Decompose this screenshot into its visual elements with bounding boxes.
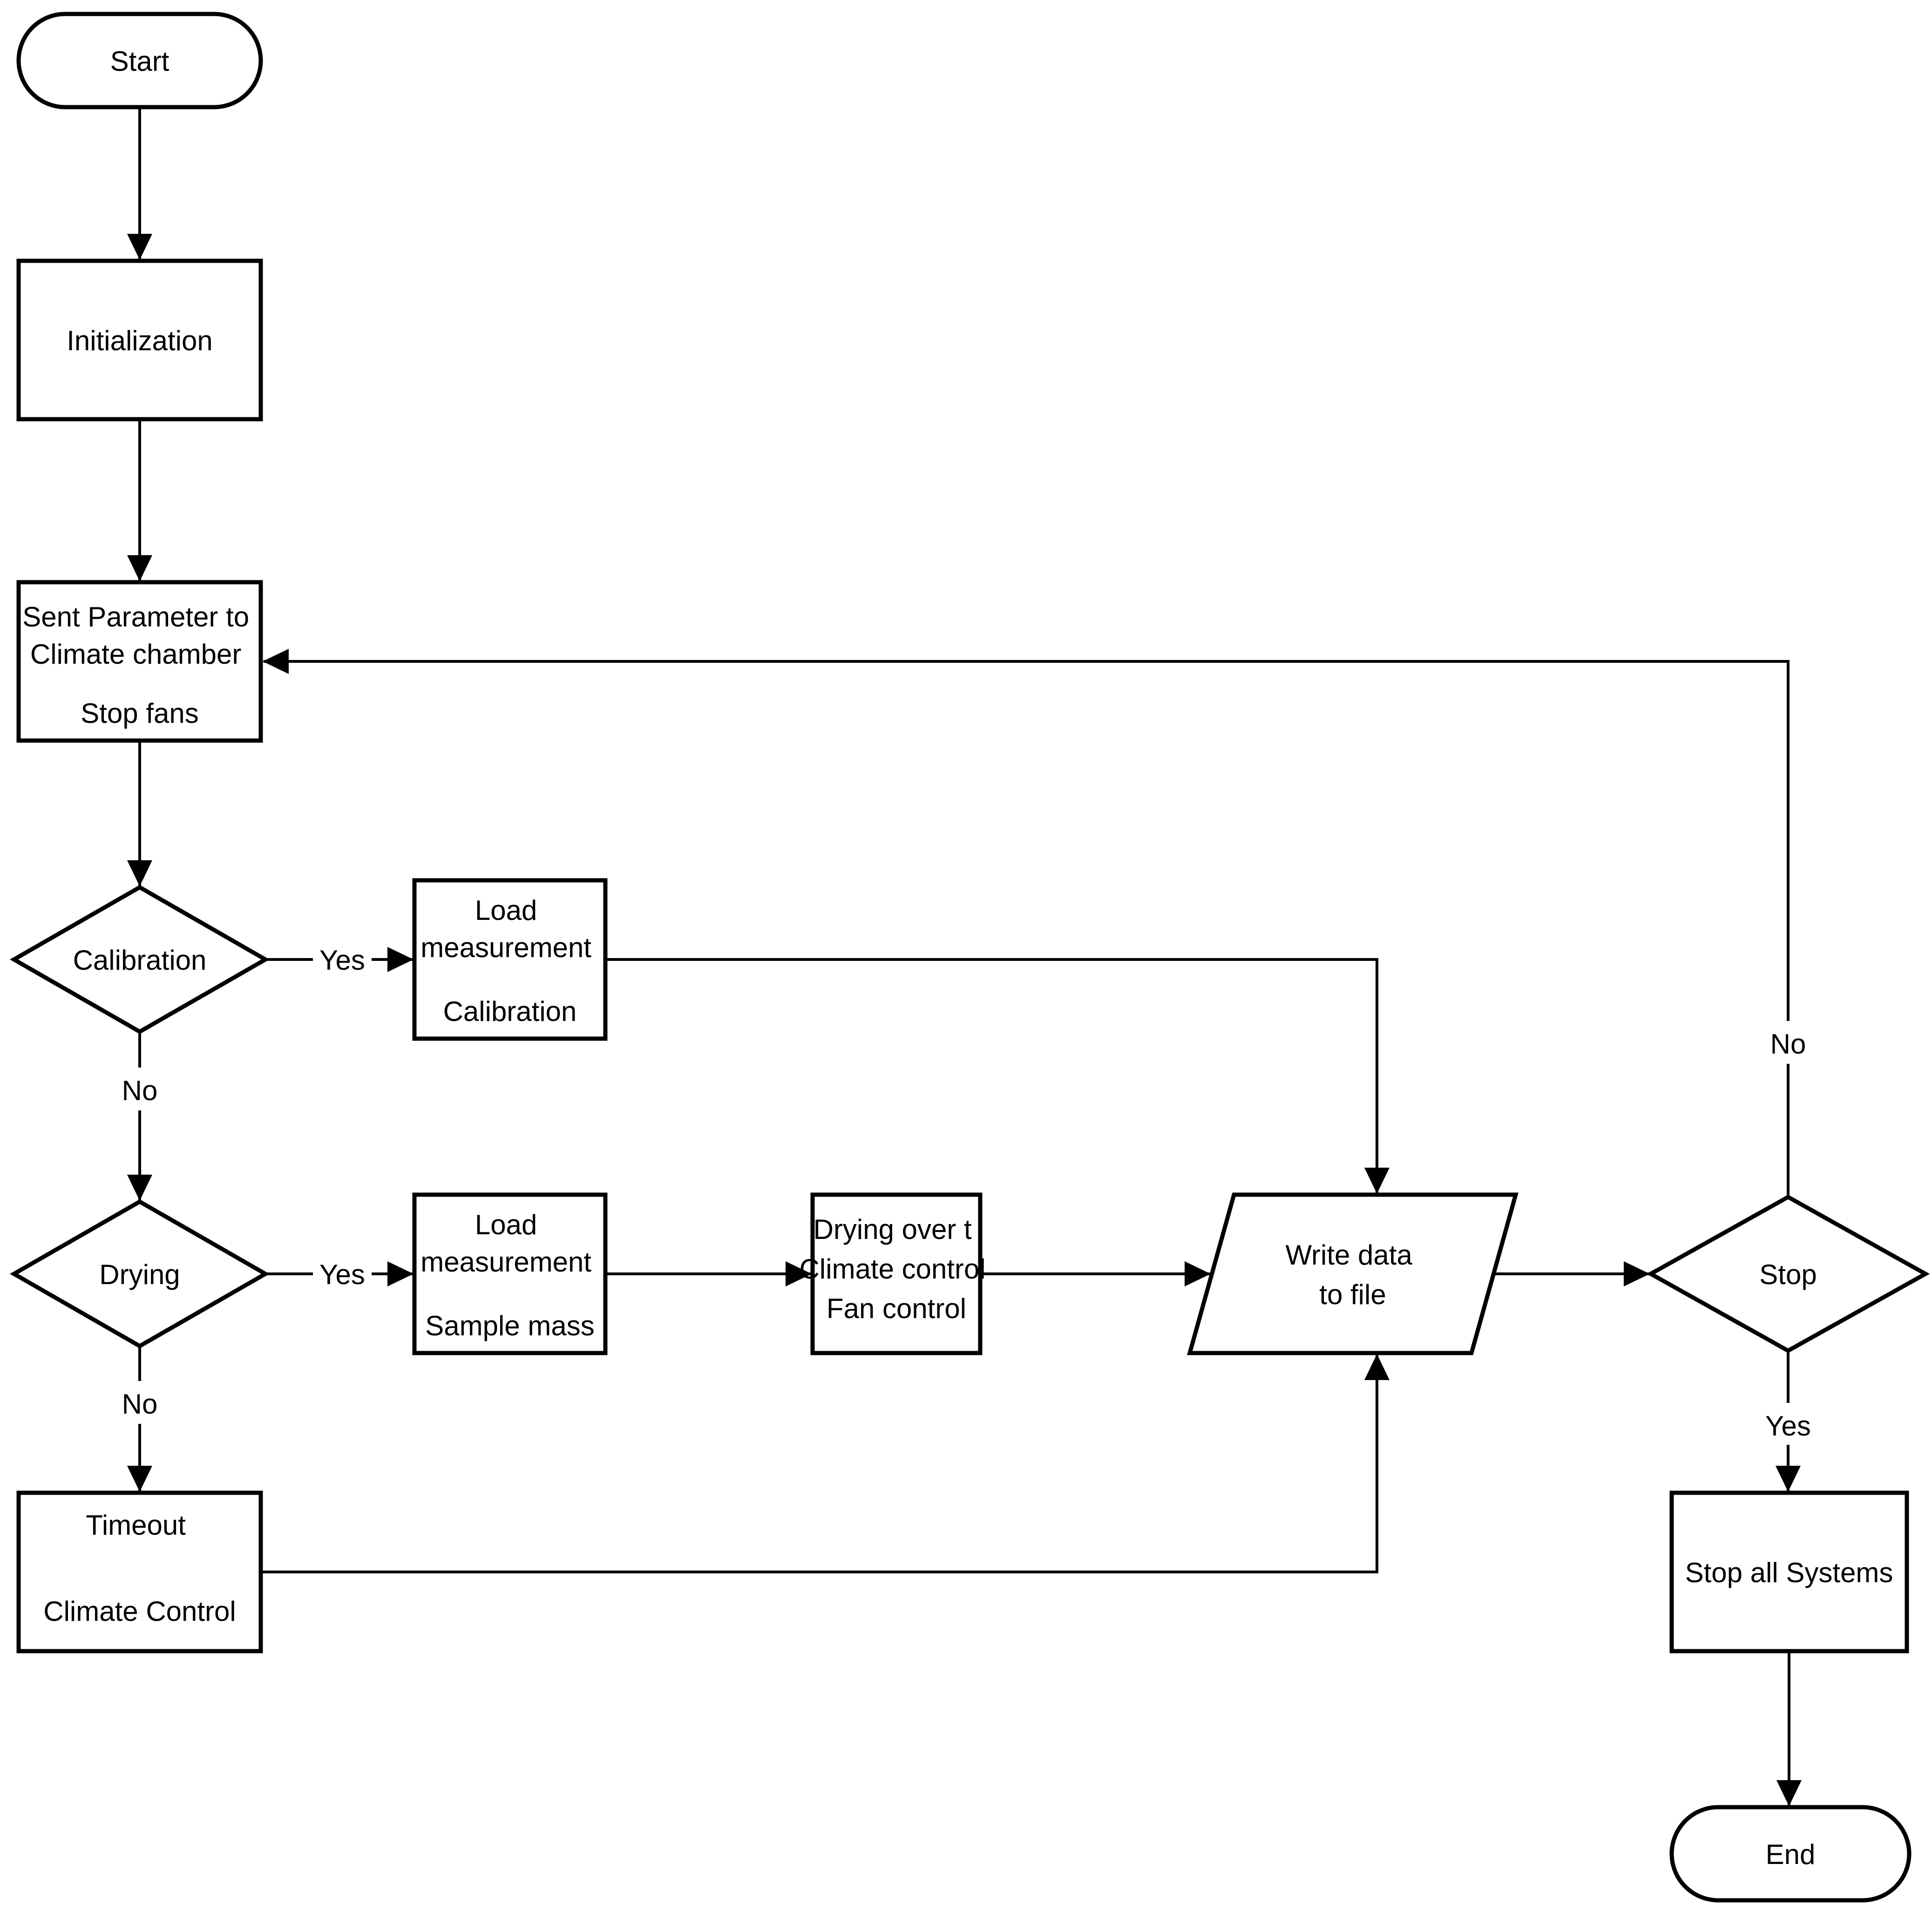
edge-label-stop-no: No [1760,1021,1816,1064]
edge-label-drying-no-text: No [122,1388,158,1420]
drying-over-t-line-2: Climate control [800,1253,986,1285]
stop-all-systems-shape [1669,1490,1909,1653]
load-measurement-sample-line-2: measurement [420,1246,591,1278]
edge-label-bg [313,938,372,979]
node-end: End [1669,1805,1912,1903]
edge-label-stop-yes-text: Yes [1765,1410,1811,1442]
stop-all-systems-label: Stop all Systems [1685,1557,1893,1588]
edge-label-bg [112,1068,168,1110]
node-drying-over-t: Drying over t Climate control Fan contro… [800,1192,994,1355]
sent-parameter-label: Sent Parameter to Climate chamber Stop f… [22,601,257,729]
timeout-line-2: Climate Control [43,1596,236,1627]
load-measurement-calibration-shape [412,878,608,1041]
write-data-label: Write data to file [1285,1239,1420,1310]
drying-over-t-line-3: Fan control [827,1293,966,1324]
edge-label-bg [1760,1021,1816,1064]
node-stop-all-systems: Stop all Systems [1669,1490,1909,1653]
load-measurement-sample-line-1: Load [475,1209,537,1240]
sent-parameter-line-2: Climate chamber [30,639,242,670]
timeout-line-1: Timeout [86,1510,186,1541]
edge-label-bg [112,1381,168,1424]
load-measurement-calibration-line-3: Calibration [443,996,577,1027]
edge-label-bg [313,1252,372,1293]
start-terminator-shape [16,12,263,109]
calibration-decision-shape [9,884,270,1034]
sent-parameter-line-1: Sent Parameter to [22,601,249,633]
write-data-io-shape [1187,1192,1518,1355]
load-measurement-sample-shape [412,1192,608,1355]
edge-label-bg [1756,1403,1820,1445]
sent-parameter-process-shape [16,580,263,743]
edge-label-stop-yes: Yes [1756,1403,1820,1445]
edge-label-calibration-yes: Yes [313,938,372,979]
edge-label-calibration-yes-text: Yes [319,945,365,976]
drying-over-t-line-1: Drying over t [813,1214,972,1245]
node-drying-decision: Drying [9,1199,270,1349]
edges [127,107,1802,1806]
edge-timeout-write-data [261,1354,1390,1573]
drying-decision-label: Drying [99,1259,180,1290]
edge-label-drying-yes: Yes [313,1252,372,1293]
edge-label-stop-no-text: No [1770,1028,1806,1060]
edge-label-drying-yes-text: Yes [319,1259,365,1290]
stop-decision-shape [1646,1194,1930,1354]
sent-parameter-line-3: Stop fans [81,698,199,729]
edge-label-drying-no: No [112,1381,168,1424]
node-calibration-decision: Calibration [9,884,270,1034]
node-start: Start [16,12,263,109]
node-timeout: Timeout Climate Control [16,1490,263,1653]
load-measurement-calibration-line-1: Load [475,895,537,926]
node-stop-decision: Stop [1646,1194,1930,1354]
edge-label-calibration-no: No [112,1068,168,1110]
initialization-process-shape [16,258,263,422]
node-load-measurement-sample: Load measurement Sample mass [412,1192,608,1355]
load-measurement-sample-label: Load measurement Sample mass [420,1209,599,1341]
end-terminator-shape [1669,1805,1912,1903]
stop-decision-label: Stop [1759,1259,1817,1290]
load-measurement-sample-line-3: Sample mass [425,1310,594,1341]
start-label: Start [110,46,169,77]
timeout-process-shape [16,1490,263,1653]
load-measurement-calibration-line-2: measurement [420,932,591,963]
write-data-line-2: to file [1319,1279,1386,1310]
drying-decision-shape [9,1199,270,1349]
timeout-label: Timeout Climate Control [43,1510,236,1627]
load-measurement-calibration-label: Load measurement Calibration [420,895,599,1027]
node-initialization: Initialization [16,258,263,422]
edge-load-calibration-write-data [605,958,1390,1194]
drying-over-t-label: Drying over t Climate control Fan contro… [800,1214,994,1324]
node-write-data: Write data to file [1187,1192,1518,1355]
edge-label-calibration-no-text: No [122,1075,158,1106]
edge-stop-no-feedback [263,649,1790,1197]
node-sent-parameter: Sent Parameter to Climate chamber Stop f… [16,580,263,743]
node-load-measurement-calibration: Load measurement Calibration [412,878,608,1041]
drying-over-t-shape [810,1192,983,1355]
end-label: End [1766,1839,1816,1870]
initialization-label: Initialization [67,325,213,356]
calibration-decision-label: Calibration [73,945,207,976]
write-data-line-1: Write data [1285,1239,1412,1271]
